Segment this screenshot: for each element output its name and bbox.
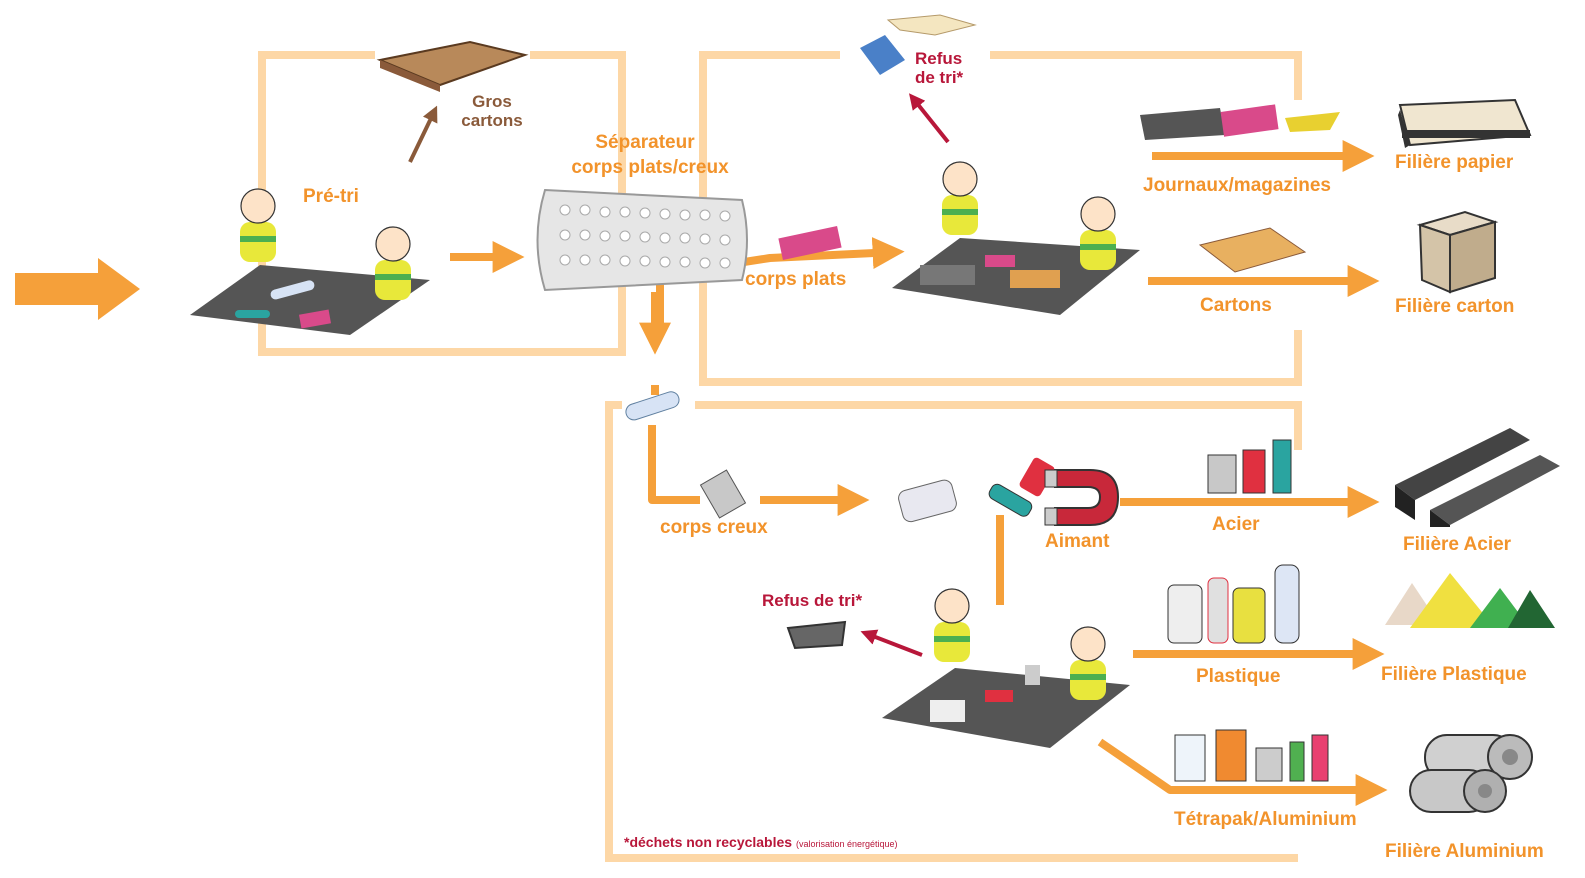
plastic-pile-icon (1385, 573, 1555, 628)
aluminium-rolls-icon (1409, 734, 1533, 813)
gros-cartons-icon (376, 40, 529, 92)
can-icon (699, 469, 747, 519)
separateur-label-line2: corps plats/creux (571, 157, 729, 178)
tetrapak-arrow (1097, 738, 1388, 806)
footnote: *déchets non recyclables (valorisation é… (624, 834, 898, 850)
pre-tri-label: Pré-tri (303, 186, 359, 207)
plastic-bottles-icon (1167, 564, 1300, 644)
jug-icon (898, 479, 957, 523)
filiere-plastique-label: Filière Plastique (1381, 664, 1527, 685)
tetrapak-label: Tétrapak/Aluminium (1174, 809, 1357, 830)
cartons-icon (1198, 227, 1307, 273)
corps-creux-frame (605, 401, 1302, 862)
footnote-main: *déchets non recyclables (624, 834, 793, 850)
cartons-label: Cartons (1200, 295, 1272, 316)
refus-top-arrow (909, 93, 950, 144)
flow-arrows (450, 140, 1388, 806)
tetrapak-items-icon (1174, 729, 1329, 782)
refus-bottom-label: Refus de tri* (762, 591, 863, 610)
acier-label: Acier (1212, 514, 1260, 535)
acier-cans-icon (1207, 439, 1292, 494)
process-frames (258, 51, 1302, 862)
red-can-icon (1019, 457, 1055, 497)
footnote-detail: (valorisation énergétique) (795, 839, 898, 849)
paper-stack-icon (1398, 98, 1532, 148)
corps-creux-station-icon (882, 588, 1130, 748)
filiere-carton-label: Filière carton (1395, 296, 1515, 317)
refus-top-icon (860, 14, 977, 75)
corps-creux-label: corps creux (660, 517, 768, 538)
teal-can-icon (988, 483, 1033, 517)
cardboard-box-icon (1416, 210, 1499, 294)
journaux-label: Journaux/magazines (1143, 175, 1331, 196)
corps-plats-station-icon (892, 161, 1140, 315)
magnet-icon (1044, 469, 1120, 526)
input-arrow-icon (15, 258, 140, 320)
pre-tri-station-icon (190, 188, 430, 335)
filiere-aluminium-label: Filière Aluminium (1385, 841, 1544, 862)
magazine-icon (778, 226, 842, 260)
pre-tri-frame (258, 51, 626, 356)
corps-creux-main-arrow (648, 425, 700, 504)
refus-top-label: Refus de tri* (915, 49, 964, 87)
drum-separator-icon (536, 188, 748, 292)
gros-cartons-arrow (408, 105, 438, 163)
steel-bars-icon (1395, 428, 1560, 527)
aimant-label: Aimant (1045, 531, 1110, 552)
plastique-label: Plastique (1196, 666, 1281, 687)
corps-plats-label: corps plats (745, 269, 847, 290)
filiere-papier-label: Filière papier (1395, 152, 1514, 173)
gros-cartons-label: Gros cartons (461, 92, 523, 130)
refus-bottom-arrow (860, 629, 923, 657)
bottle-on-line-icon (625, 391, 680, 421)
corps-plats-frame (699, 51, 1302, 386)
filiere-acier-label: Filière Acier (1403, 534, 1512, 555)
journaux-magazines-icon (1140, 104, 1340, 140)
refus-bottom-tray-icon (786, 620, 847, 650)
separateur-label-line1: Séparateur (595, 132, 695, 153)
